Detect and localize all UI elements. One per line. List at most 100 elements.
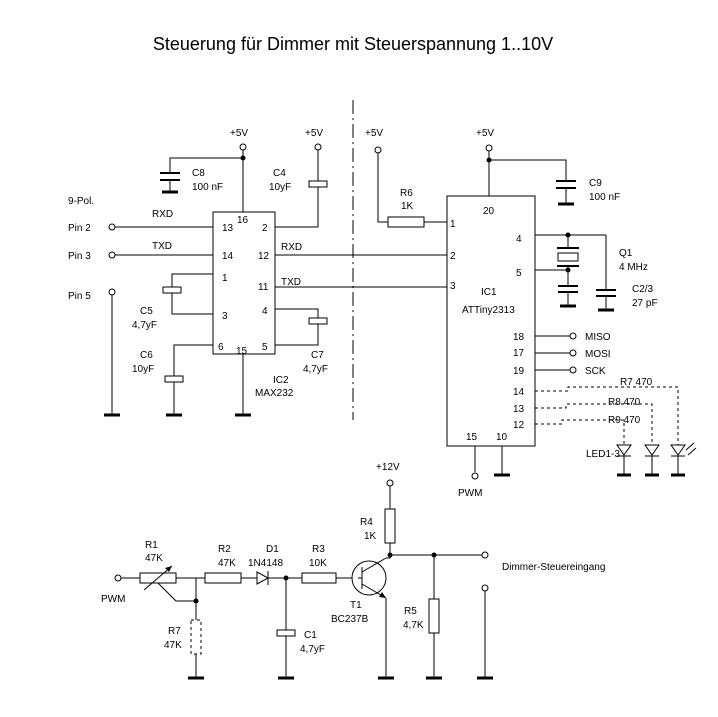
ic2-pin-14: 14 — [222, 251, 234, 262]
ic1-name: IC1 — [481, 287, 497, 298]
r4-value: 1K — [364, 531, 377, 542]
ic1-pin-15: 15 — [466, 432, 478, 443]
ic1-part: ATTiny2313 — [462, 305, 515, 316]
c5-value: 4,7yF — [132, 320, 157, 331]
sck-label: SCK — [585, 366, 606, 377]
txd-label-right: TXD — [281, 277, 301, 288]
r1-name: R1 — [145, 540, 158, 551]
c4-capacitor: +5V C4 10yF — [269, 128, 328, 228]
ic2-supply: +5V C8 100 nF — [160, 128, 248, 212]
ic2-pin-4: 4 — [262, 306, 268, 317]
r5-value: 4,7K — [403, 620, 424, 631]
ic2-max232: 13 14 1 3 6 15 16 2 12 11 4 5 IC2 MAX232 — [212, 211, 294, 399]
c23-value: 27 pF — [632, 298, 658, 309]
c1-name: C1 — [304, 630, 317, 641]
led-label: LED1-3 — [586, 449, 620, 460]
ic1-pin-14: 14 — [513, 387, 525, 398]
crystal-q1: Q1 4 MHz C2/3 27 pF — [535, 232, 658, 312]
r2-name: R2 — [218, 544, 231, 555]
ic2-pin-13: 13 — [222, 223, 234, 234]
ic1-pin-2: 2 — [450, 251, 456, 262]
miso-label: MISO — [585, 332, 611, 343]
ic1-pin-5: 5 — [516, 268, 522, 279]
pwm-converter: PWM R1 47K R7 47K R2 47K D1 1N4148 C1 4,… — [101, 462, 605, 680]
txd-label-left: TXD — [152, 241, 172, 252]
r5-name: R5 — [404, 606, 417, 617]
supply-5v-terminal — [239, 143, 247, 151]
r4-name: R4 — [360, 517, 373, 528]
connector-pin5: Pin 5 — [68, 291, 91, 302]
connector-pin3: Pin 3 — [68, 251, 91, 262]
r7-value: 47K — [164, 640, 182, 651]
ic2-body — [212, 211, 276, 355]
t1-value: BC237B — [331, 614, 369, 625]
c7-value: 4,7yF — [303, 364, 328, 375]
c7-name: C7 — [311, 350, 324, 361]
ic2-pin-11: 11 — [258, 282, 269, 293]
d1-diode — [256, 571, 270, 585]
c9-value: 100 nF — [589, 192, 620, 203]
supply-5v-ic2: +5V — [230, 128, 248, 139]
connector-pin2: Pin 2 — [68, 223, 91, 234]
ic2-pin-15: 15 — [236, 346, 248, 357]
ic2-pin-1: 1 — [222, 273, 228, 284]
connector-label: 9-Pol. — [68, 196, 94, 207]
ic1-pin-19: 19 — [513, 366, 525, 377]
r7-led-label: R7 470 — [620, 377, 653, 388]
ic2-pin-12: 12 — [258, 251, 270, 262]
c1-capacitor — [276, 629, 296, 637]
r6-value: 1K — [401, 201, 414, 212]
ic1-pin-3: 3 — [450, 281, 456, 292]
d1-value: 1N4148 — [248, 558, 283, 569]
c5-name: C5 — [140, 306, 153, 317]
ic2-name: IC2 — [273, 375, 289, 386]
ic2-pin-3: 3 — [222, 311, 228, 322]
q1-value: 4 MHz — [619, 262, 648, 273]
c8-name: C8 — [192, 168, 205, 179]
ic1-pin-17: 17 — [513, 348, 525, 359]
t1-transistor — [351, 560, 387, 596]
r3-name: R3 — [312, 544, 325, 555]
c4-value: 10yF — [269, 182, 291, 193]
ic1-pin-4: 4 — [516, 234, 522, 245]
r7-name: R7 — [168, 626, 181, 637]
r7-resistor — [190, 619, 202, 655]
r3-resistor — [301, 572, 337, 584]
ic1-pin-12: 12 — [513, 420, 525, 431]
c5-capacitor: C5 4,7yF — [132, 273, 213, 331]
diagram-title: Steuerung für Dimmer mit Steuerspannung … — [153, 34, 553, 54]
mosi-label: MOSI — [585, 349, 611, 360]
c6-capacitor: C6 10yF — [132, 344, 213, 417]
c6-value: 10yF — [132, 364, 154, 375]
ic2-pin-6: 6 — [218, 342, 224, 353]
ic1-supply: +5V C9 100 nF — [476, 128, 620, 206]
r5-resistor — [428, 598, 440, 634]
led-outputs: R7 470 R8 470 R9 470 LED1-3 — [535, 377, 697, 477]
ic1-attiny2313: 1 2 3 20 4 5 IC1 ATTiny2313 18 17 19 14 … — [446, 195, 536, 447]
ic2-pin-5: 5 — [262, 342, 268, 353]
ic2-pin-16: 16 — [237, 215, 249, 226]
dimmer-input-label: Dimmer-Steuereingang — [502, 562, 605, 573]
c9-name: C9 — [589, 178, 602, 189]
svg-text:+5V: +5V — [365, 128, 383, 139]
r3-value: 10K — [309, 558, 327, 569]
ic1-pin-18: 18 — [513, 332, 525, 343]
q1-name: Q1 — [619, 248, 633, 259]
ic1-body — [446, 195, 536, 447]
svg-text:+5V: +5V — [305, 128, 323, 139]
ic1-pin-20: 20 — [483, 206, 495, 217]
r2-value: 47K — [218, 558, 236, 569]
serial-connector: 9-Pol. Pin 2 Pin 3 Pin 5 RXD TXD — [68, 196, 213, 417]
c1-value: 4,7yF — [300, 644, 325, 655]
pwm-label-input: PWM — [101, 594, 125, 605]
r1-value: 47K — [145, 553, 163, 564]
isp-header: MISO MOSI SCK — [535, 332, 611, 377]
supply-12v: +12V — [376, 462, 400, 473]
ic1-pin-1: 1 — [450, 219, 456, 230]
pwm-label-ic1: PWM — [458, 488, 482, 499]
ic1-pin-10: 10 — [496, 432, 508, 443]
c8-value: 100 nF — [192, 182, 223, 193]
rxd-label-left: RXD — [152, 209, 173, 220]
t1-name: T1 — [350, 600, 362, 611]
ic1-pin-13: 13 — [513, 404, 525, 415]
